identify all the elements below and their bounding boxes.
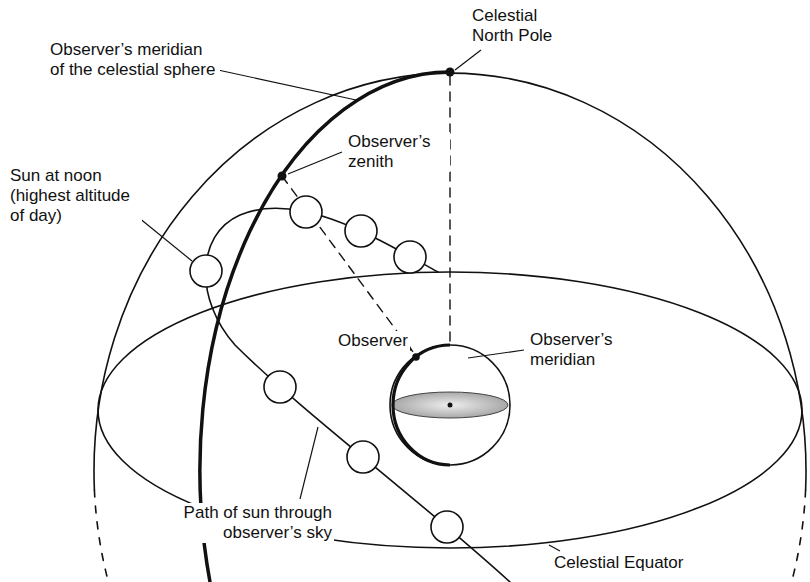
label-text: Observer’s meridian of the celestial sph…: [48, 40, 220, 80]
sun-disc: [347, 441, 379, 473]
sun-disc: [264, 371, 296, 403]
celestial-dome-hidden: [94, 490, 108, 582]
zenith-dot: [278, 172, 287, 181]
label-text: Celestial Equator: [552, 553, 685, 573]
observer-dot: [412, 353, 420, 361]
celestial-dome-hidden: [792, 490, 806, 582]
sun-disc: [190, 255, 222, 287]
label-text: Sun at noon (highest altitude of day): [8, 166, 142, 226]
polar-axis: [449, 76, 450, 345]
pole-dot: [446, 68, 455, 77]
leader-line: [288, 152, 342, 174]
zenith-line: [282, 176, 416, 357]
earth-globe: [390, 345, 510, 465]
leader-line: [455, 50, 481, 70]
earth-meridian: [393, 345, 450, 465]
leader-line: [300, 427, 318, 499]
leader-line: [218, 70, 356, 100]
sun-disc: [345, 215, 377, 247]
leader-line: [549, 545, 560, 551]
leader-line: [468, 350, 524, 358]
sun-disc: [431, 511, 463, 543]
sun-disc: [394, 241, 426, 273]
label-text: Observer’s meridian: [528, 330, 632, 370]
label-text: Path of sun through observer’s sky: [150, 503, 334, 543]
earth-center: [448, 403, 453, 408]
earth-equator: [392, 392, 508, 418]
sun-disc: [290, 196, 322, 228]
label-text: Observer: [336, 331, 410, 351]
label-text: Observer’s zenith: [346, 132, 450, 172]
label-text: Celestial North Pole: [470, 6, 569, 46]
